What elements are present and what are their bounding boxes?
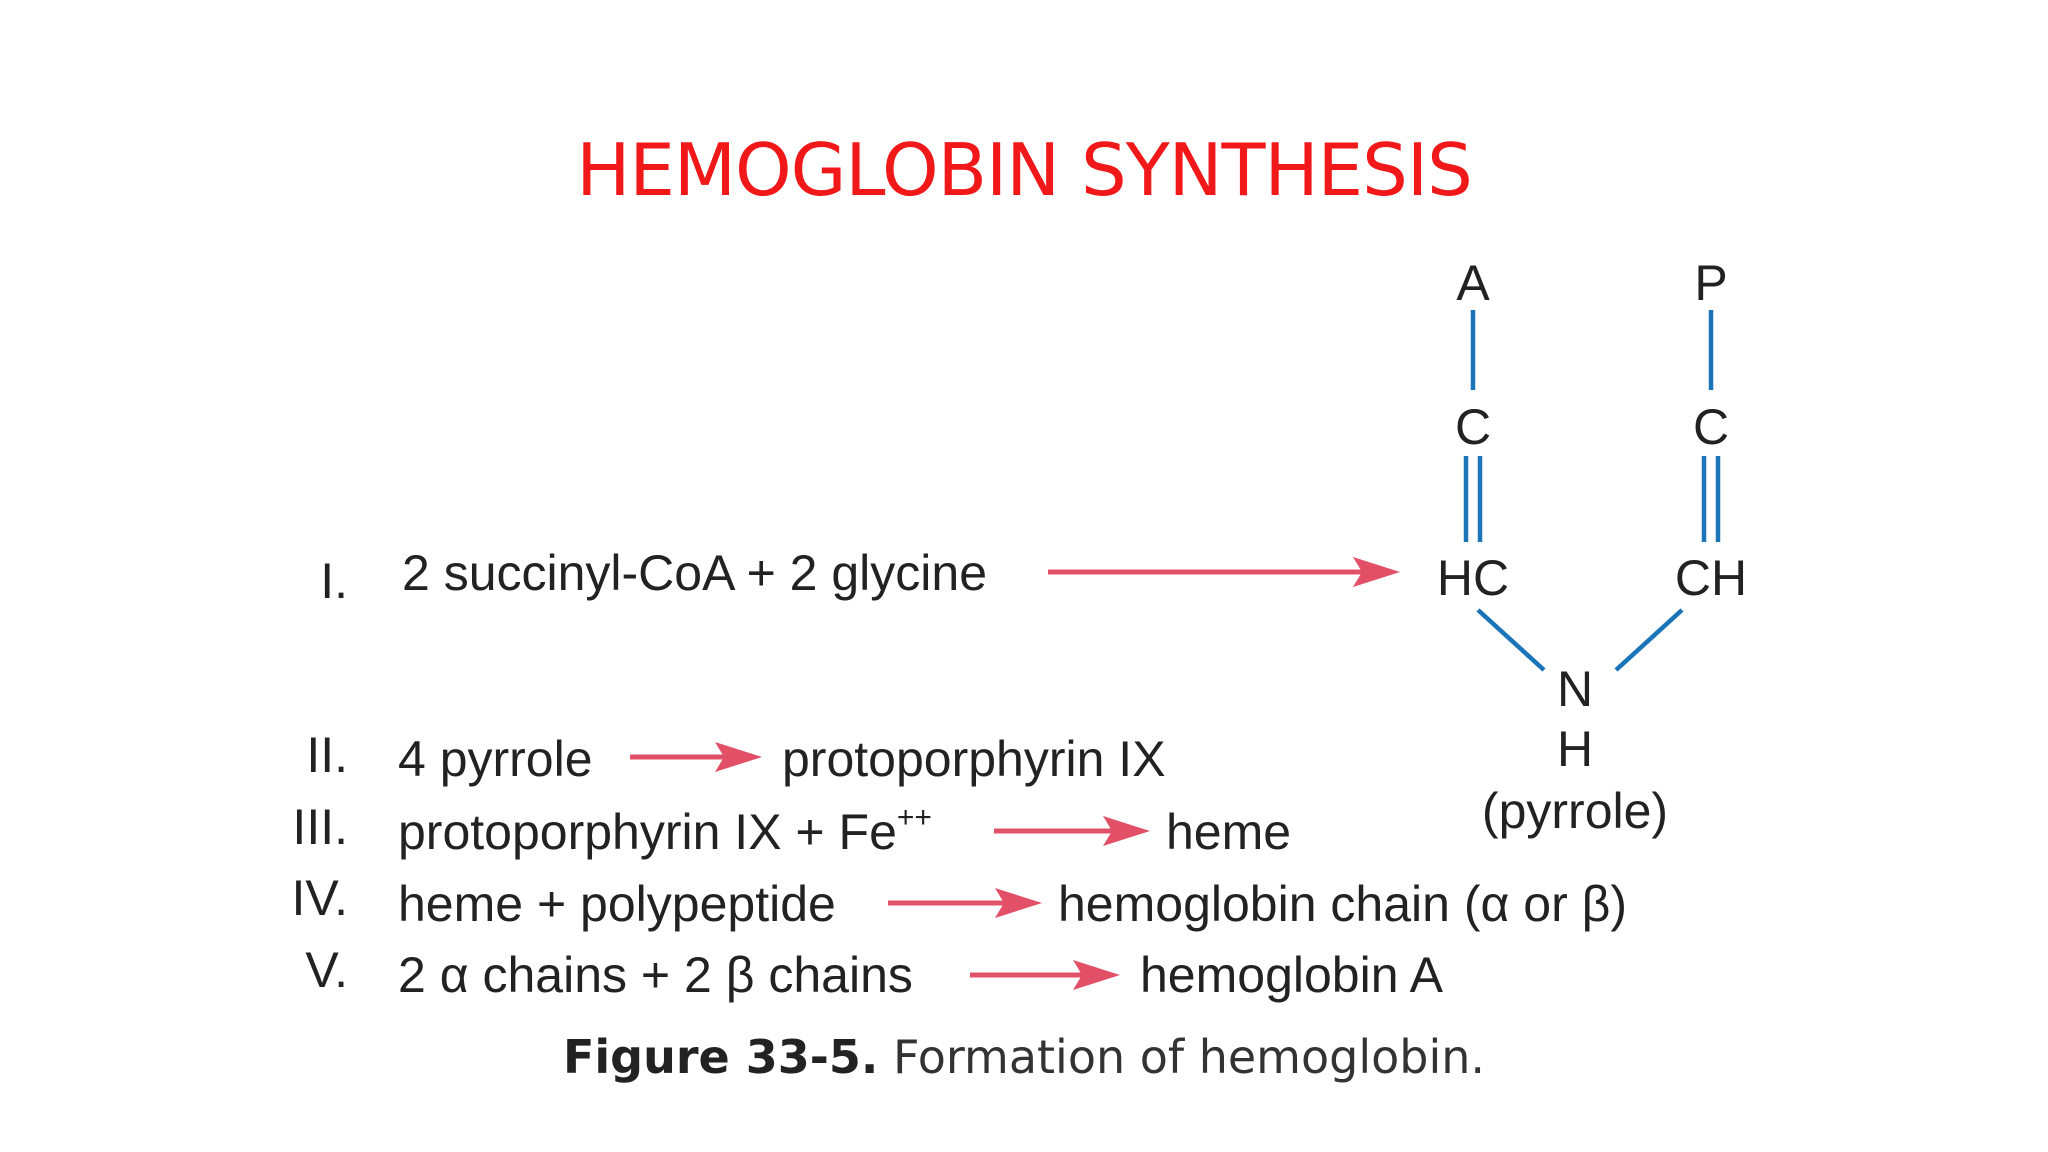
pyrrole-label: (pyrrole) [1481,783,1669,839]
step-3-product: heme [1166,804,1292,860]
step-2-reactants: 4 pyrrole [398,731,593,787]
figure-number: Figure 33-5. [562,1030,879,1084]
pyrrole-atom-hc: HC [1436,550,1510,606]
step-numeral: II. [306,727,348,783]
figure-caption: Figure 33-5. Formation of hemoglobin. [0,1030,2048,1084]
arrow-step-4 [888,888,1042,918]
pyrrole-bonds [1463,310,1721,672]
step-numeral: I. [320,553,348,609]
step-numeral: IV. [291,870,348,926]
step-3-reactants: protoporphyrin IX + Fe++ [398,803,932,860]
figure-caption-text: Formation of hemoglobin. [892,1030,1486,1084]
step-2-product: protoporphyrin IX [782,731,1166,787]
step-5-reactants: 2 α chains + 2 β chains [398,947,913,1003]
pyrrole-atom-ch: CH [1674,550,1748,606]
pyrrole-atom-c-right: C [1692,399,1730,455]
step-numeral: III. [292,799,348,855]
arrow-step-5 [970,960,1120,990]
step-1-reactants: 2 succinyl-CoA + 2 glycine [402,545,988,601]
arrow-step-1 [1048,557,1400,587]
step-5-product: hemoglobin A [1140,947,1444,1003]
arrow-step-2 [630,742,762,772]
step-3-reactants-text: protoporphyrin IX + Fe [398,804,897,860]
pyrrole-atom-c-left: C [1454,399,1492,455]
arrow-step-3 [994,816,1150,846]
pyrrole-atom-a: A [1456,255,1490,311]
step-4-reactants: heme + polypeptide [398,876,836,932]
iron-charge: ++ [896,801,932,834]
pyrrole-atom-p: P [1694,255,1728,311]
slide-title: HEMOGLOBIN SYNTHESIS [576,128,1473,212]
pyrrole-atom-h: H [1556,721,1594,777]
step-numeral: V. [305,942,348,998]
pyrrole-atom-n: N [1556,661,1594,717]
step-4-product: hemoglobin chain (α or β) [1058,876,1628,932]
